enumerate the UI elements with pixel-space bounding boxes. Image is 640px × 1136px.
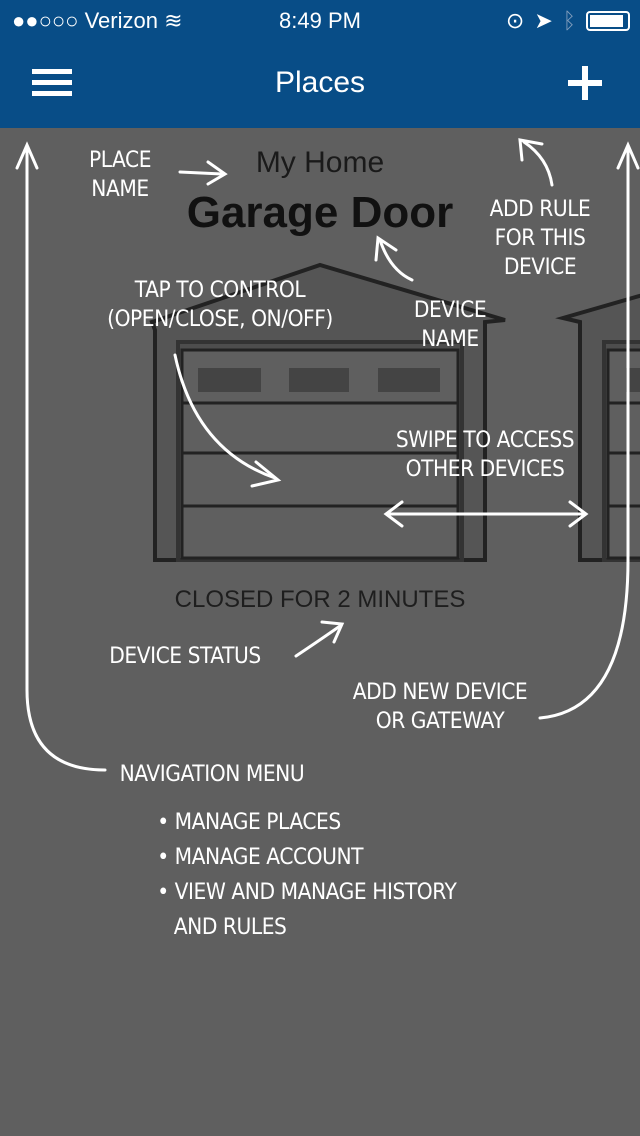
rotation-lock-icon: ⊙ <box>505 8 525 33</box>
status-bar: ●●○○○ Verizon ≋ 8:49 PM ⊙ ➤ ᛒ <box>0 0 640 40</box>
annotation-nav-items: • MANAGE PLACES • MANAGE ACCOUNT • VIEW … <box>157 810 457 940</box>
nav-bar: Places <box>0 40 640 128</box>
battery-icon <box>586 11 630 31</box>
page-title: Places <box>274 66 366 99</box>
plus-icon[interactable] <box>568 66 602 100</box>
device-name: Garage Door <box>186 188 454 237</box>
annotation-device-status: DEVICE STATUS <box>109 644 261 669</box>
next-device-garage[interactable] <box>555 290 640 562</box>
device-status: CLOSED FOR 2 MINUTES <box>174 586 466 613</box>
carrier: Verizon <box>84 8 158 33</box>
annotation-nav-menu: NAVIGATION MENU <box>119 762 305 787</box>
annotation-arrows <box>15 138 640 772</box>
wifi-icon: ≋ <box>164 8 183 33</box>
bluetooth-icon: ᛒ <box>562 8 576 33</box>
place-name: My Home <box>255 146 385 179</box>
annotation-tap-control: TAP TO CONTROL(OPEN/CLOSE, ON/OFF) <box>107 278 333 332</box>
hamburger-icon[interactable] <box>32 69 72 96</box>
signal-dots: ●●○○○ <box>12 8 79 33</box>
clock: 8:49 PM <box>279 8 361 33</box>
location-icon: ➤ <box>534 8 553 33</box>
carrier-signal: ●●○○○ Verizon ≋ <box>12 8 183 34</box>
